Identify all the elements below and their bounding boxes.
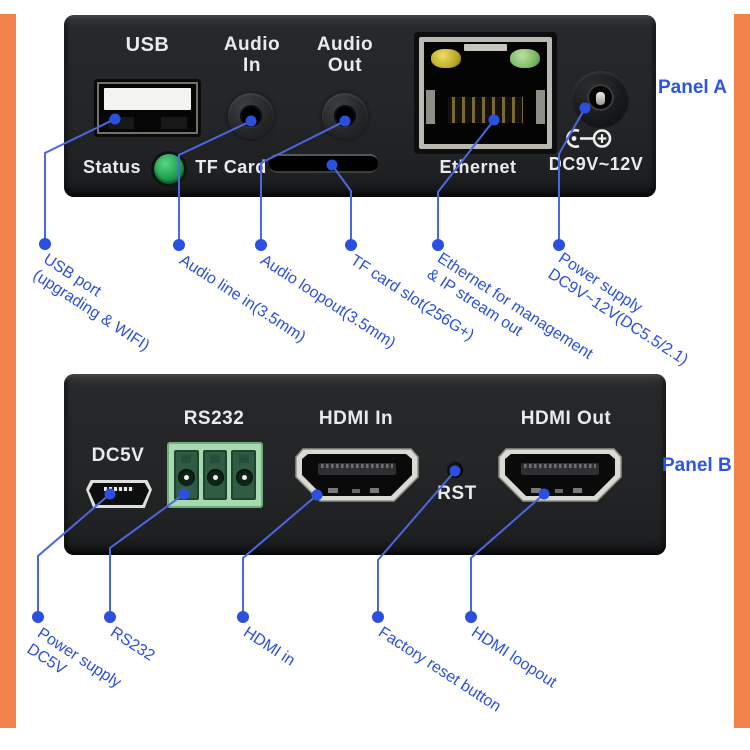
- audio-in-label: Audio In: [223, 34, 281, 76]
- panel-b-label: Panel B: [662, 455, 732, 476]
- hdmi-in-port: [295, 448, 419, 502]
- tf-card-label: TF Card: [195, 157, 267, 177]
- ethernet-label: Ethernet: [439, 157, 517, 177]
- orange-border-right: [734, 14, 750, 728]
- reset-hole: [447, 462, 463, 478]
- ethernet-led-green: [510, 49, 540, 68]
- rst-label: RST: [437, 483, 477, 504]
- status-label: Status: [82, 157, 141, 177]
- dc-voltage-label: DC9V~12V: [548, 154, 644, 174]
- hdmi-out-label: HDMI Out: [520, 408, 612, 429]
- dc-polarity-icon: [566, 129, 612, 148]
- device-panel-a: USB Status Audio In Audio Out TF Card: [64, 15, 656, 197]
- orange-border-left: [0, 14, 16, 728]
- dc-power-jack: [572, 71, 629, 128]
- rs232-label: RS232: [183, 408, 245, 429]
- callout-hdmi-loopout: HDMI loopout: [468, 623, 560, 692]
- panel-a-label: Panel A: [658, 77, 727, 98]
- audio-out-label: Audio Out: [316, 34, 374, 76]
- status-led: [154, 154, 184, 184]
- callout-rs232: RS232: [107, 623, 158, 665]
- callout-hdmi-in: HDMI in: [240, 623, 298, 670]
- usb-label: USB: [125, 34, 170, 56]
- hdmi-out-port: [498, 448, 622, 502]
- usb-tongue: [104, 88, 191, 110]
- ethernet-led-yellow: [431, 49, 461, 68]
- audio-out-jack: [322, 93, 368, 139]
- rs232-terminal-block: [167, 442, 263, 508]
- tf-card-slot: [269, 154, 378, 173]
- usb-port: [94, 79, 201, 137]
- micro-usb-port: [86, 480, 152, 508]
- audio-in-jack: [228, 93, 274, 139]
- callout-usb-port: USB port (upgrading & WIFI): [29, 250, 153, 355]
- dc5v-label: DC5V: [91, 445, 145, 466]
- device-panel-b: RS232 HDMI In HDMI Out DC5V RST: [64, 374, 666, 555]
- ethernet-port: [414, 32, 557, 154]
- hdmi-in-label: HDMI In: [318, 408, 394, 429]
